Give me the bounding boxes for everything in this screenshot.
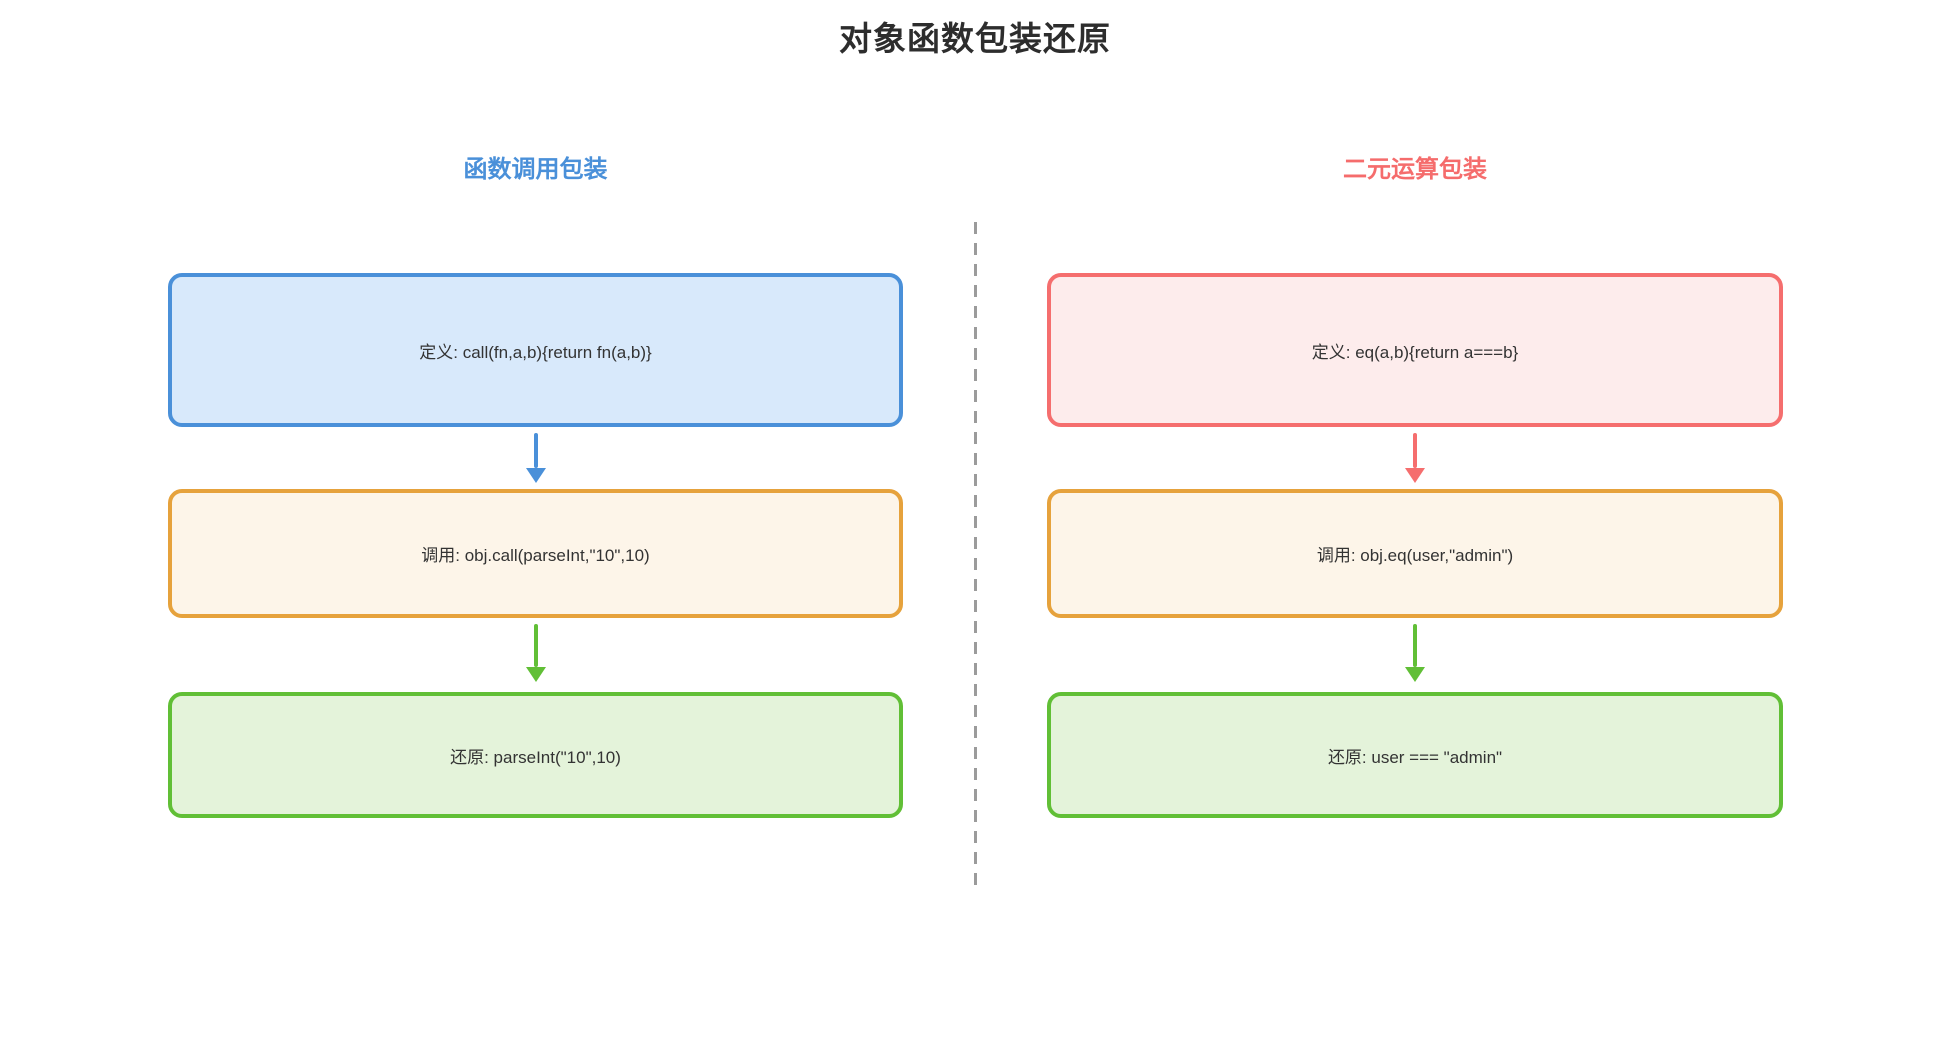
call-box: 调用: obj.call(parseInt,"10",10) — [168, 489, 903, 618]
call-box-label: 调用: obj.eq(user,"admin") — [1316, 546, 1514, 565]
page-title: 对象函数包装还原 — [839, 20, 1111, 57]
arrowhead-down-icon — [525, 468, 546, 483]
definition-box: 定义: call(fn,a,b){return fn(a,b)} — [168, 273, 903, 427]
arrowhead-down-icon — [1405, 667, 1425, 682]
down-arrow-definition-to-call — [525, 433, 546, 483]
restore-box: 还原: user === "admin" — [1047, 692, 1783, 818]
arrow-shaft — [1413, 624, 1417, 667]
column-divider — [974, 222, 977, 885]
column-header-binary-operation: 二元运算包装 — [1343, 156, 1487, 183]
column-function-call-wrapping: 函数调用包装 定义: call(fn,a,b){return fn(a,b)} … — [168, 0, 903, 1050]
arrowhead-down-icon — [1405, 468, 1425, 483]
down-arrow-definition-to-call — [1405, 433, 1425, 483]
arrow-shaft — [1413, 433, 1417, 468]
arrowhead-down-icon — [525, 667, 546, 682]
down-arrow-call-to-restore — [525, 624, 546, 682]
restore-box: 还原: parseInt("10",10) — [168, 692, 903, 818]
arrow-shaft — [533, 433, 538, 468]
call-box-label: 调用: obj.call(parseInt,"10",10) — [421, 546, 650, 565]
arrow-shaft — [533, 624, 538, 667]
column-binary-operation-wrapping: 二元运算包装 定义: eq(a,b){return a===b} 调用: obj… — [1047, 0, 1783, 1050]
definition-box: 定义: eq(a,b){return a===b} — [1047, 273, 1783, 427]
definition-box-label: 定义: call(fn,a,b){return fn(a,b)} — [419, 342, 652, 362]
column-header-function-call: 函数调用包装 — [463, 156, 608, 183]
down-arrow-call-to-restore — [1405, 624, 1425, 682]
restore-box-label: 还原: user === "admin" — [1327, 747, 1503, 767]
restore-box-label: 还原: parseInt("10",10) — [450, 747, 621, 767]
call-box: 调用: obj.eq(user,"admin") — [1047, 489, 1783, 618]
definition-box-label: 定义: eq(a,b){return a===b} — [1311, 342, 1519, 362]
